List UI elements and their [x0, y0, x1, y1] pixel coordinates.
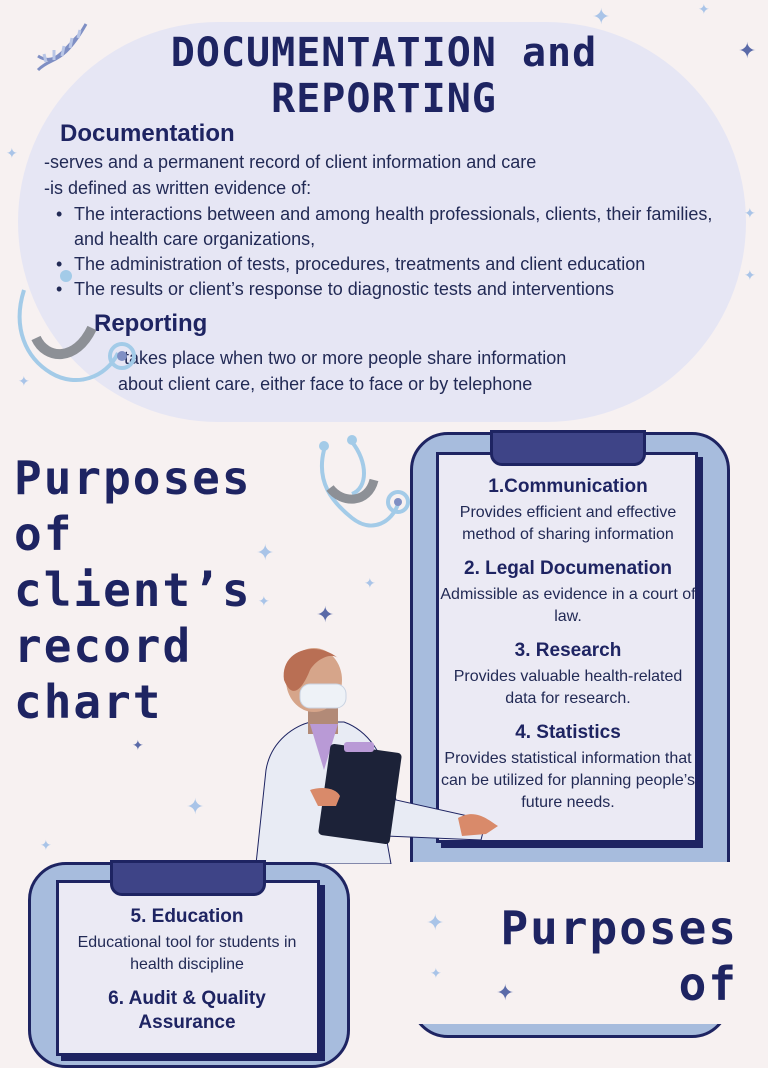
purposes-title-line: of [678, 957, 738, 1011]
purposes-title-line: record [14, 619, 193, 673]
sparkle-icon: ✦ [744, 205, 756, 221]
sparkle-icon: ✦ [496, 980, 515, 1005]
sparkle-icon: ✦ [744, 267, 756, 283]
card-heading: 1.Communication [488, 476, 648, 497]
stethoscope-icon [17, 270, 136, 383]
sparkle-icon: ✦ [40, 837, 52, 853]
purposes-title-line: of [14, 507, 74, 561]
reporting-line2: about client care, either face to face o… [118, 374, 533, 394]
dna-icon [36, 23, 88, 72]
clipboard-icon [490, 430, 646, 466]
purposes-title: Purposes of client’s record chart [14, 450, 252, 730]
card-heading: Assurance [138, 1012, 236, 1033]
list-item: The results or client’s response to diag… [56, 277, 736, 302]
reporting-line1: -takes place when two or more people sha… [118, 348, 567, 368]
sparkle-icon: ✦ [132, 737, 144, 753]
reporting-heading: Reporting [94, 310, 208, 337]
purposes-title-line: client’s [14, 563, 252, 617]
purposes-title-2: Purposes of [500, 900, 738, 1012]
doctor-illustration [255, 648, 498, 864]
sparkle-icon: ✦ [258, 593, 270, 609]
documentation-bullets: The interactions between and among healt… [56, 202, 736, 302]
documentation-line2: -is defined as written evidence of: [44, 178, 312, 198]
purposes-title-line: Purposes [14, 451, 252, 505]
page-title-line2: REPORTING [271, 76, 497, 122]
stethoscope-icon [319, 435, 410, 528]
purposes-title-line: Purposes [500, 901, 738, 955]
card-heading: 6. Audit & Quality [108, 988, 266, 1009]
page-title: DOCUMENTATION and REPORTING [0, 30, 768, 122]
documentation-line1: -serves and a permanent record of client… [44, 152, 537, 172]
sparkle-icon: ✦ [698, 1, 710, 17]
card-text: Provides valuable health-related data fo… [453, 668, 683, 707]
page-title-line1: DOCUMENTATION and [170, 30, 598, 76]
sparkle-icon: ✦ [256, 540, 275, 565]
purposes-title-line: chart [14, 675, 163, 729]
sparkle-icon: ✦ [186, 794, 205, 819]
card-heading: 2. Legal Documenation [464, 558, 672, 579]
card-text: Provides efficient and effective method … [459, 504, 677, 543]
list-item: The administration of tests, procedures,… [56, 252, 736, 277]
card-heading: 3. Research [514, 640, 622, 661]
sparkle-icon: ✦ [430, 965, 442, 981]
sparkle-icon: ✦ [364, 575, 376, 591]
card-heading: 4. Statistics [515, 722, 621, 743]
card-text: Admissible as evidence in a court of law… [440, 586, 696, 625]
list-item: The interactions between and among healt… [56, 202, 736, 252]
card-1-content: 1.Communication Provides efficient and e… [440, 476, 696, 826]
card-2-content: 5. Education Educational tool for studen… [58, 906, 316, 1034]
sparkle-icon: ✦ [6, 145, 18, 161]
sparkle-icon: ✦ [316, 602, 335, 627]
sparkle-icon: ✦ [738, 38, 757, 63]
card-text: Educational tool for students in health … [77, 934, 297, 973]
sparkle-icon: ✦ [18, 373, 30, 389]
sparkle-icon: ✦ [592, 4, 611, 29]
sparkle-icon: ✦ [426, 910, 445, 935]
clipboard-icon [110, 860, 266, 896]
card-text: Provides statistical information that ca… [440, 750, 696, 811]
card-heading: 5. Education [130, 906, 244, 927]
documentation-heading: Documentation [60, 120, 235, 147]
